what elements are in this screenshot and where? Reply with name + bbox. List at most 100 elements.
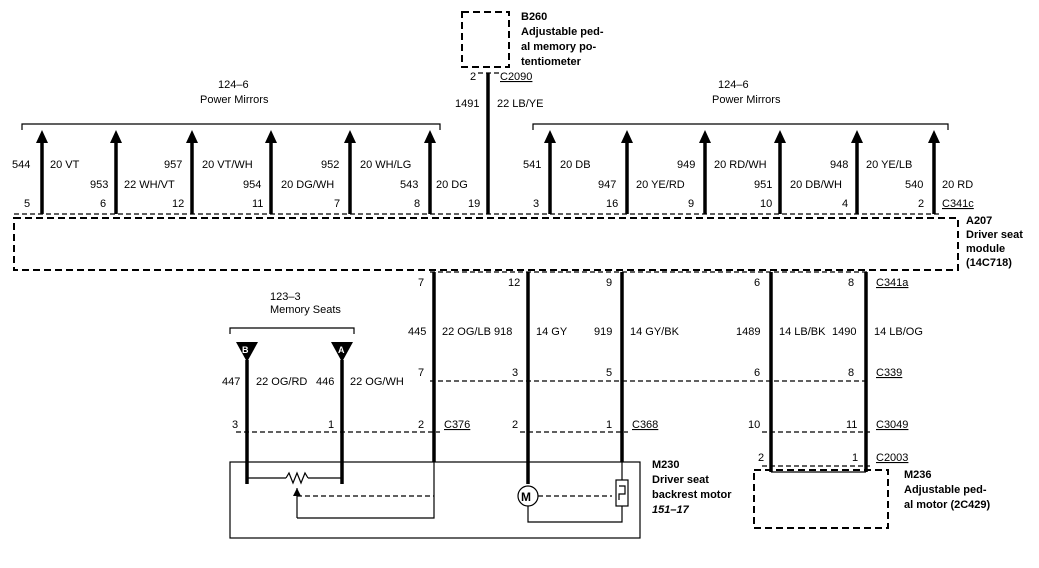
c2003-label: C2003 — [876, 452, 908, 464]
arrow-up-icon — [186, 130, 198, 143]
seat-wire-447-circuit: 447 — [222, 376, 240, 388]
seat-wire-446-color: 22 OG/WH — [350, 376, 404, 388]
a207-id: A207 — [966, 215, 992, 227]
c2090-label: C2090 — [500, 71, 532, 83]
arrow-up-icon — [928, 130, 940, 143]
arrow-up-icon — [344, 130, 356, 143]
wire-color: 20 DG — [436, 179, 468, 191]
arrow-up-icon — [699, 130, 711, 143]
wire-circuit: 540 — [905, 179, 923, 191]
top-wire-2: 953 22 WH/VT 6 — [90, 130, 175, 214]
wire-color: 20 YE/LB — [866, 159, 912, 171]
mid-wire-445: 7 445 22 OG/LB 7 — [408, 272, 491, 462]
wire-color: 14 GY/BK — [630, 326, 680, 338]
seat-wire-447-color: 22 OG/RD — [256, 376, 307, 388]
m230-box — [229, 461, 641, 539]
top-wire-6: 543 20 DG 8 — [400, 130, 468, 214]
wire-top-pin: 8 — [848, 277, 854, 289]
c2003-pin-right: 1 — [852, 452, 858, 464]
mem-seats-label: Memory Seats — [270, 304, 341, 316]
potentiometer-resistor-icon — [285, 471, 309, 485]
c368-pin-right: 1 — [606, 419, 612, 431]
wire-pin: 2 — [918, 198, 924, 210]
connector-b-letter: B — [242, 345, 249, 355]
seat-wire-446-circuit: 446 — [316, 376, 334, 388]
b260-desc-3: tentiometer — [521, 56, 582, 68]
wire-pin: 9 — [688, 198, 694, 210]
m236-box — [753, 469, 889, 529]
wire-color: 20 VT/WH — [202, 159, 253, 171]
top-wire-7: 541 20 DB 3 — [523, 130, 591, 214]
c2003-pin-left: 2 — [758, 452, 764, 464]
motor-letter: M — [521, 490, 531, 504]
wire-circuit: 948 — [830, 159, 848, 171]
wire-color: 20 DB/WH — [790, 179, 842, 191]
wire-mid-pin: 5 — [606, 367, 612, 379]
top-wire-11: 948 20 YE/LB 4 — [830, 130, 912, 214]
seat-wire-447-pin: 3 — [232, 419, 238, 431]
wire-color: 20 RD — [942, 179, 973, 191]
wire-pin: 6 — [100, 198, 106, 210]
pot-lead-left — [246, 462, 286, 479]
wire-pin: 16 — [606, 198, 618, 210]
wire-top-pin: 12 — [508, 277, 520, 289]
c368-label: C368 — [632, 419, 658, 431]
wire-pin: 12 — [172, 198, 184, 210]
c376-label: C376 — [444, 419, 470, 431]
wire-color: 14 GY — [536, 326, 568, 338]
mem-seats-ref: 123–3 — [270, 291, 301, 303]
wire-color: 14 LB/OG — [874, 326, 923, 338]
c3049-pin-left: 10 — [748, 419, 760, 431]
b260-box — [461, 11, 510, 68]
pm-right-ref: 124–6 — [718, 79, 749, 91]
wire-circuit: 919 — [594, 326, 612, 338]
wire-mid-pin: 3 — [512, 367, 518, 379]
top-wire-1: 544 20 VT 5 — [12, 130, 80, 214]
wire-circuit: 1489 — [736, 326, 760, 338]
arrow-up-icon — [544, 130, 556, 143]
wire-color: 20 YE/RD — [636, 179, 685, 191]
pot-return-lead — [297, 462, 435, 519]
a207-desc-1: Driver seat — [966, 229, 1023, 241]
wire-top-pin: 7 — [418, 277, 424, 289]
top-wire-12: 540 20 RD 2 — [905, 130, 973, 214]
seat-wire-446-pin: 1 — [328, 419, 334, 431]
power-mirrors-right-bracket — [532, 123, 949, 130]
m236-desc-1: Adjustable ped- — [904, 484, 987, 496]
m236-id: M236 — [904, 469, 932, 481]
wire-mid-pin: 6 — [754, 367, 760, 379]
m236-desc-2: al motor (2C429) — [904, 499, 991, 511]
top-wire-3: 957 20 VT/WH 12 — [164, 130, 253, 214]
c341c-label: C341c — [942, 198, 974, 210]
pm-left-ref: 124–6 — [218, 79, 249, 91]
m230-desc-1: Driver seat — [652, 474, 709, 486]
c3049-label: C3049 — [876, 419, 908, 431]
a207-desc-2: module — [966, 243, 1005, 255]
wire-circuit: 543 — [400, 179, 418, 191]
pm-left-label: Power Mirrors — [200, 94, 269, 106]
motor-return-lead — [527, 506, 623, 523]
wire-circuit: 544 — [12, 159, 30, 171]
b260-desc-1: Adjustable ped- — [521, 26, 604, 38]
wire-color: 22 WH/VT — [124, 179, 175, 191]
b260-desc-2: al memory po- — [521, 41, 597, 53]
c3049-pin-right: 11 — [846, 419, 857, 431]
wire-pin: 7 — [334, 198, 340, 210]
top-wire-10: 951 20 DB/WH 10 — [754, 130, 842, 214]
wire-pin: 10 — [760, 198, 772, 210]
b260-id: B260 — [521, 11, 547, 23]
connector-a-letter: A — [338, 345, 345, 355]
breaker-element — [618, 485, 626, 500]
c339-label: C339 — [876, 367, 902, 379]
b260-circuit: 1491 — [455, 98, 479, 110]
c376-pin: 2 — [418, 419, 424, 431]
c368-pin-left: 2 — [512, 419, 518, 431]
m230-id: M230 — [652, 459, 680, 471]
arrow-up-icon — [110, 130, 122, 143]
arrow-up-icon — [621, 130, 633, 143]
wire-circuit: 918 — [494, 326, 512, 338]
mid-wire-1490: 8 1490 14 LB/OG 8 — [832, 272, 923, 462]
b260-pin: 2 — [470, 71, 476, 83]
wire-circuit: 954 — [243, 179, 261, 191]
wire-mid-pin: 7 — [418, 367, 424, 379]
